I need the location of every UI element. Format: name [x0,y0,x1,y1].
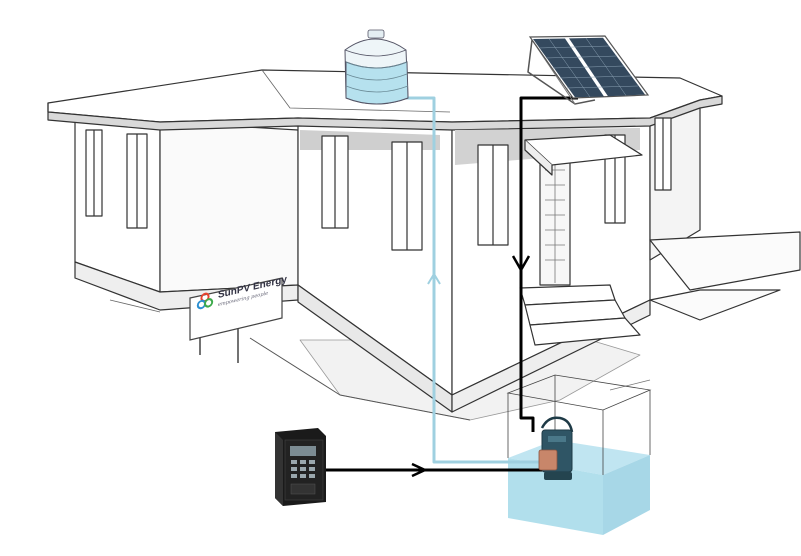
sunpv-logo-icon [196,292,214,310]
water-storage-tank-icon [344,29,409,105]
house [47,69,801,421]
power-cable [320,96,578,478]
sign-board [189,277,283,363]
water-reservoir-icon [506,374,652,535]
water-pipe [400,96,548,464]
steps [519,284,641,346]
solar-pump-inverter-icon [275,428,326,506]
window [85,129,148,229]
sign-board-label: SunPV Energy empowering people [192,262,287,327]
solar-panel-icon [527,35,650,105]
window [321,135,423,251]
submersible-pump-icon [538,416,574,480]
